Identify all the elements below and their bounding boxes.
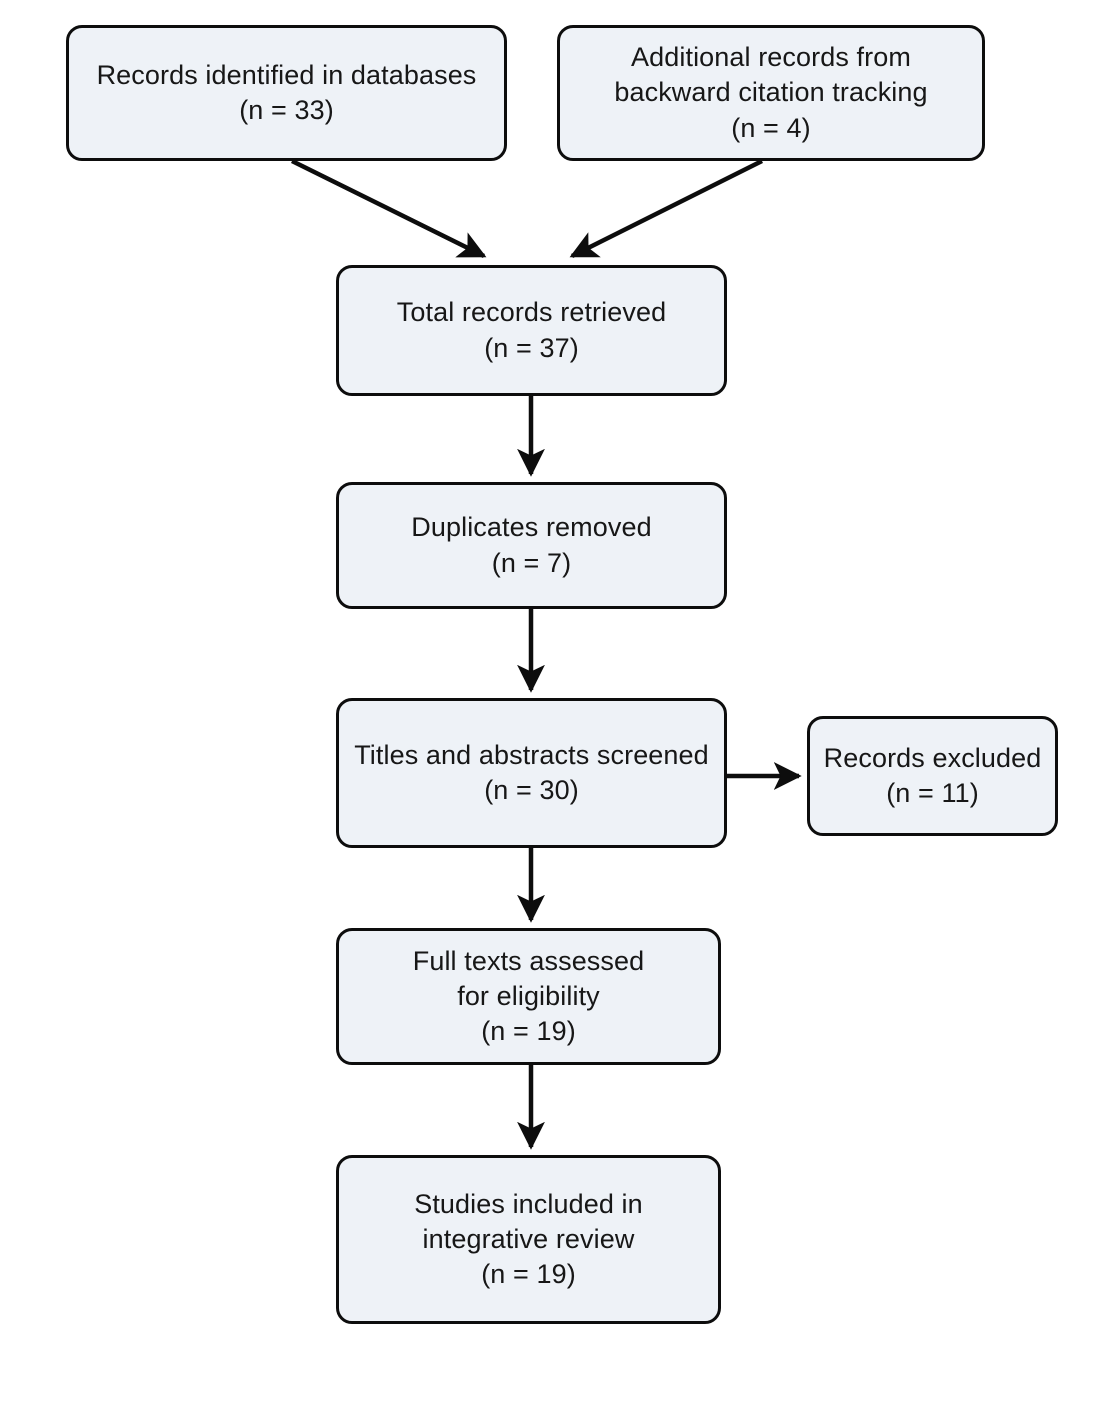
node-total-records-retrieved: Total records retrieved (n = 37) [336, 265, 727, 396]
node-studies-included-in-integrative-review: Studies included in integrative review (… [336, 1155, 721, 1324]
node-label: Additional records from backward citatio… [614, 42, 928, 143]
node-label: Duplicates removed (n = 7) [411, 512, 652, 578]
node-titles-and-abstracts-screened: Titles and abstracts screened (n = 30) [336, 698, 727, 848]
node-label: Titles and abstracts screened (n = 30) [354, 739, 709, 805]
node-label: Records identified in databases (n = 33) [96, 59, 477, 125]
edge-backward-to-total [569, 158, 764, 259]
edge-identified-to-total [291, 158, 487, 259]
node-label: Full texts assessed for eligibility (n =… [412, 945, 645, 1047]
node-full-texts-assessed-for-eligibility: Full texts assessed for eligibility (n =… [336, 928, 721, 1065]
node-duplicates-removed: Duplicates removed (n = 7) [336, 482, 727, 609]
node-records-excluded: Records excluded (n = 11) [807, 716, 1058, 836]
node-label: Records excluded (n = 11) [823, 742, 1042, 808]
node-label: Studies included in integrative review (… [414, 1188, 643, 1290]
node-records-identified-in-databases: Records identified in databases (n = 33) [66, 25, 507, 161]
node-label: Total records retrieved (n = 37) [396, 297, 667, 363]
node-additional-records-backward-citation-tracking: Additional records from backward citatio… [557, 25, 985, 161]
